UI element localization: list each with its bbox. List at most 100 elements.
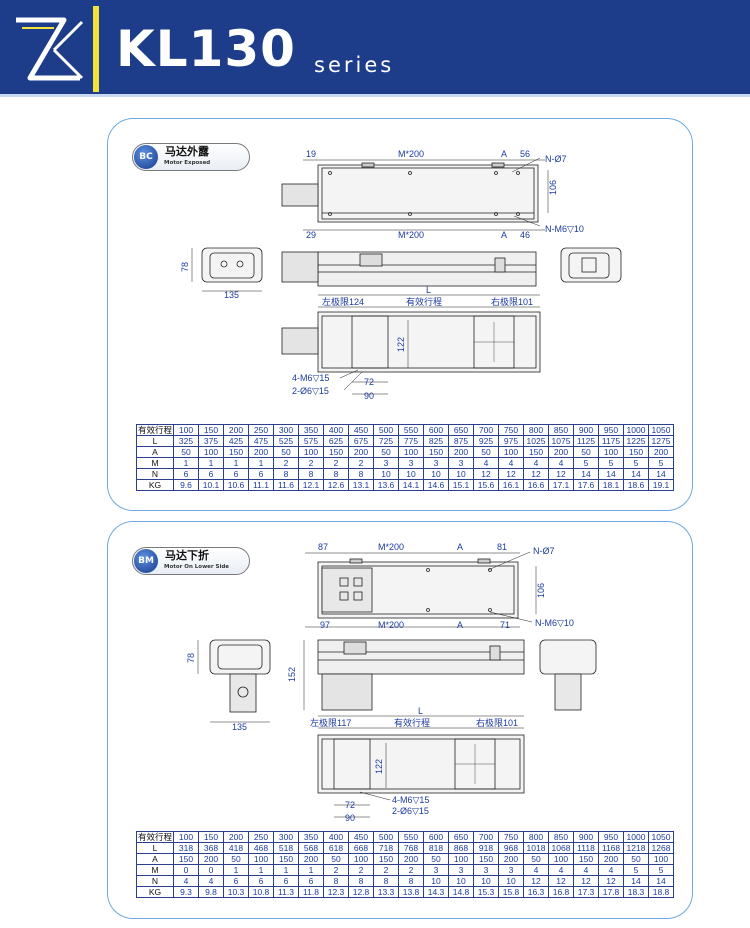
spec-table-motor-lower-side: 有效行程 100 150 200 250 300 350 400 450 500… <box>136 831 674 898</box>
dim-length: L <box>418 706 423 716</box>
table-cell: 900 <box>573 831 599 843</box>
table-cell: 12.3 <box>323 886 349 898</box>
table-cell: 0 <box>198 864 224 876</box>
table-cell: 10.3 <box>223 886 249 898</box>
table-cell: 14.8 <box>448 886 474 898</box>
badge-title: 马达下折 <box>165 549 209 562</box>
dim-stroke: 有效行程 <box>406 296 442 307</box>
table-row: KG 9.3 9.8 10.3 10.8 11.3 11.8 12.3 12.8… <box>136 886 674 898</box>
page-subtitle: series <box>314 53 395 77</box>
dim-stroke: 有效行程 <box>394 717 430 728</box>
table-cell: 12 <box>598 875 624 887</box>
table-cell: 100 <box>548 853 574 865</box>
dim-72: 72 <box>364 377 374 387</box>
table-cell: 250 <box>248 831 274 843</box>
table-cell: M <box>136 864 174 876</box>
dim-end-height: 78 <box>186 653 196 663</box>
table-cell: 10 <box>423 875 449 887</box>
table-cell: 518 <box>273 842 299 854</box>
table-cell: 600 <box>423 831 449 843</box>
table-cell: 1 <box>273 864 299 876</box>
table-cell: 568 <box>298 842 324 854</box>
table-cell: 768 <box>398 842 424 854</box>
table-cell: 10.8 <box>248 886 274 898</box>
dim-screw-1: 4-M6▽15 <box>392 795 429 805</box>
table-cell: 100 <box>248 853 274 865</box>
table-cell: 14 <box>623 875 649 887</box>
table-cell: 8 <box>373 875 399 887</box>
table-cell: 9.3 <box>173 886 199 898</box>
table-cell: 13.3 <box>373 886 399 898</box>
table-cell: 11.8 <box>298 886 324 898</box>
table-cell: 418 <box>223 842 249 854</box>
badge-motor-exposed: BC 马达外露 Motor Exposed <box>132 143 250 171</box>
table-cell: 8 <box>323 875 349 887</box>
dim-right-limit: 右极限101 <box>491 296 533 307</box>
table-cell: 16.3 <box>523 886 549 898</box>
dim-bot-mid: M*200 <box>378 620 404 630</box>
dim-90: 90 <box>364 391 374 401</box>
table-cell: 1168 <box>598 842 624 854</box>
table-cell: 14.3 <box>423 886 449 898</box>
table-row: M 1 1 1 1 2 2 2 2 3 3 3 3 4 4 4 4 5 5 5 … <box>136 457 674 469</box>
table-cell: 10 <box>448 875 474 887</box>
table-cell: 18.3 <box>623 886 649 898</box>
table-cell: 450 <box>348 831 374 843</box>
table-cell: 11.3 <box>273 886 299 898</box>
table-cell: 400 <box>323 831 349 843</box>
table-cell: 2 <box>348 864 374 876</box>
page-title: KL130 <box>116 20 296 78</box>
table-cell: 10 <box>473 875 499 887</box>
spec-table-motor-exposed: 有效行程 100 150 200 250 300 350 400 450 500… <box>136 424 674 491</box>
dim-holes: N-Ø7 <box>533 546 555 556</box>
table-cell: 9.8 <box>198 886 224 898</box>
table-cell: A <box>136 853 174 865</box>
table-cell: 50 <box>223 853 249 865</box>
table-cell: 8 <box>398 875 424 887</box>
table-row: 有效行程 100 150 200 250 300 350 400 450 500… <box>136 831 674 843</box>
table-cell: 9.6 <box>173 479 199 491</box>
table-cell: 15.1 <box>448 479 474 491</box>
table-cell: 868 <box>448 842 474 854</box>
table-cell: 918 <box>473 842 499 854</box>
table-cell: 1000 <box>623 831 649 843</box>
table-cell: 200 <box>398 853 424 865</box>
table-cell: 368 <box>198 842 224 854</box>
dim-screw-2: 2-Ø6▽15 <box>392 806 429 816</box>
table-cell: 100 <box>173 831 199 843</box>
table-cell: 1068 <box>548 842 574 854</box>
table-cell: 16.8 <box>548 886 574 898</box>
dim-bot-left: 29 <box>306 230 316 240</box>
table-cell: 50 <box>323 853 349 865</box>
table-cell: 1 <box>223 864 249 876</box>
dim-length: L <box>426 285 431 295</box>
table-cell: 200 <box>498 853 524 865</box>
dim-end-height: 78 <box>180 262 190 272</box>
table-cell: 1268 <box>648 842 674 854</box>
table-cell: 668 <box>348 842 374 854</box>
table-cell: 700 <box>473 831 499 843</box>
table-cell: 6 <box>223 875 249 887</box>
table-cell: 200 <box>298 853 324 865</box>
dim-bot-right: 46 <box>520 230 530 240</box>
kl-logo-icon <box>16 17 84 81</box>
table-cell: 150 <box>198 831 224 843</box>
table-cell: 100 <box>448 853 474 865</box>
table-cell: 468 <box>248 842 274 854</box>
table-cell: 3 <box>448 864 474 876</box>
table-cell: 2 <box>373 864 399 876</box>
table-cell: 15.8 <box>498 886 524 898</box>
table-cell: 15.3 <box>473 886 499 898</box>
table-cell: 150 <box>273 853 299 865</box>
table-cell: 17.8 <box>598 886 624 898</box>
table-cell: 12 <box>548 875 574 887</box>
table-cell: 4 <box>523 864 549 876</box>
dim-90: 90 <box>345 813 355 823</box>
table-cell: 1018 <box>523 842 549 854</box>
table-cell: 18.8 <box>648 886 674 898</box>
table-cell: 150 <box>473 853 499 865</box>
table-cell: 150 <box>573 853 599 865</box>
dim-72: 72 <box>345 800 355 810</box>
table-cell: 100 <box>348 853 374 865</box>
dim-top-left: 87 <box>318 542 328 552</box>
